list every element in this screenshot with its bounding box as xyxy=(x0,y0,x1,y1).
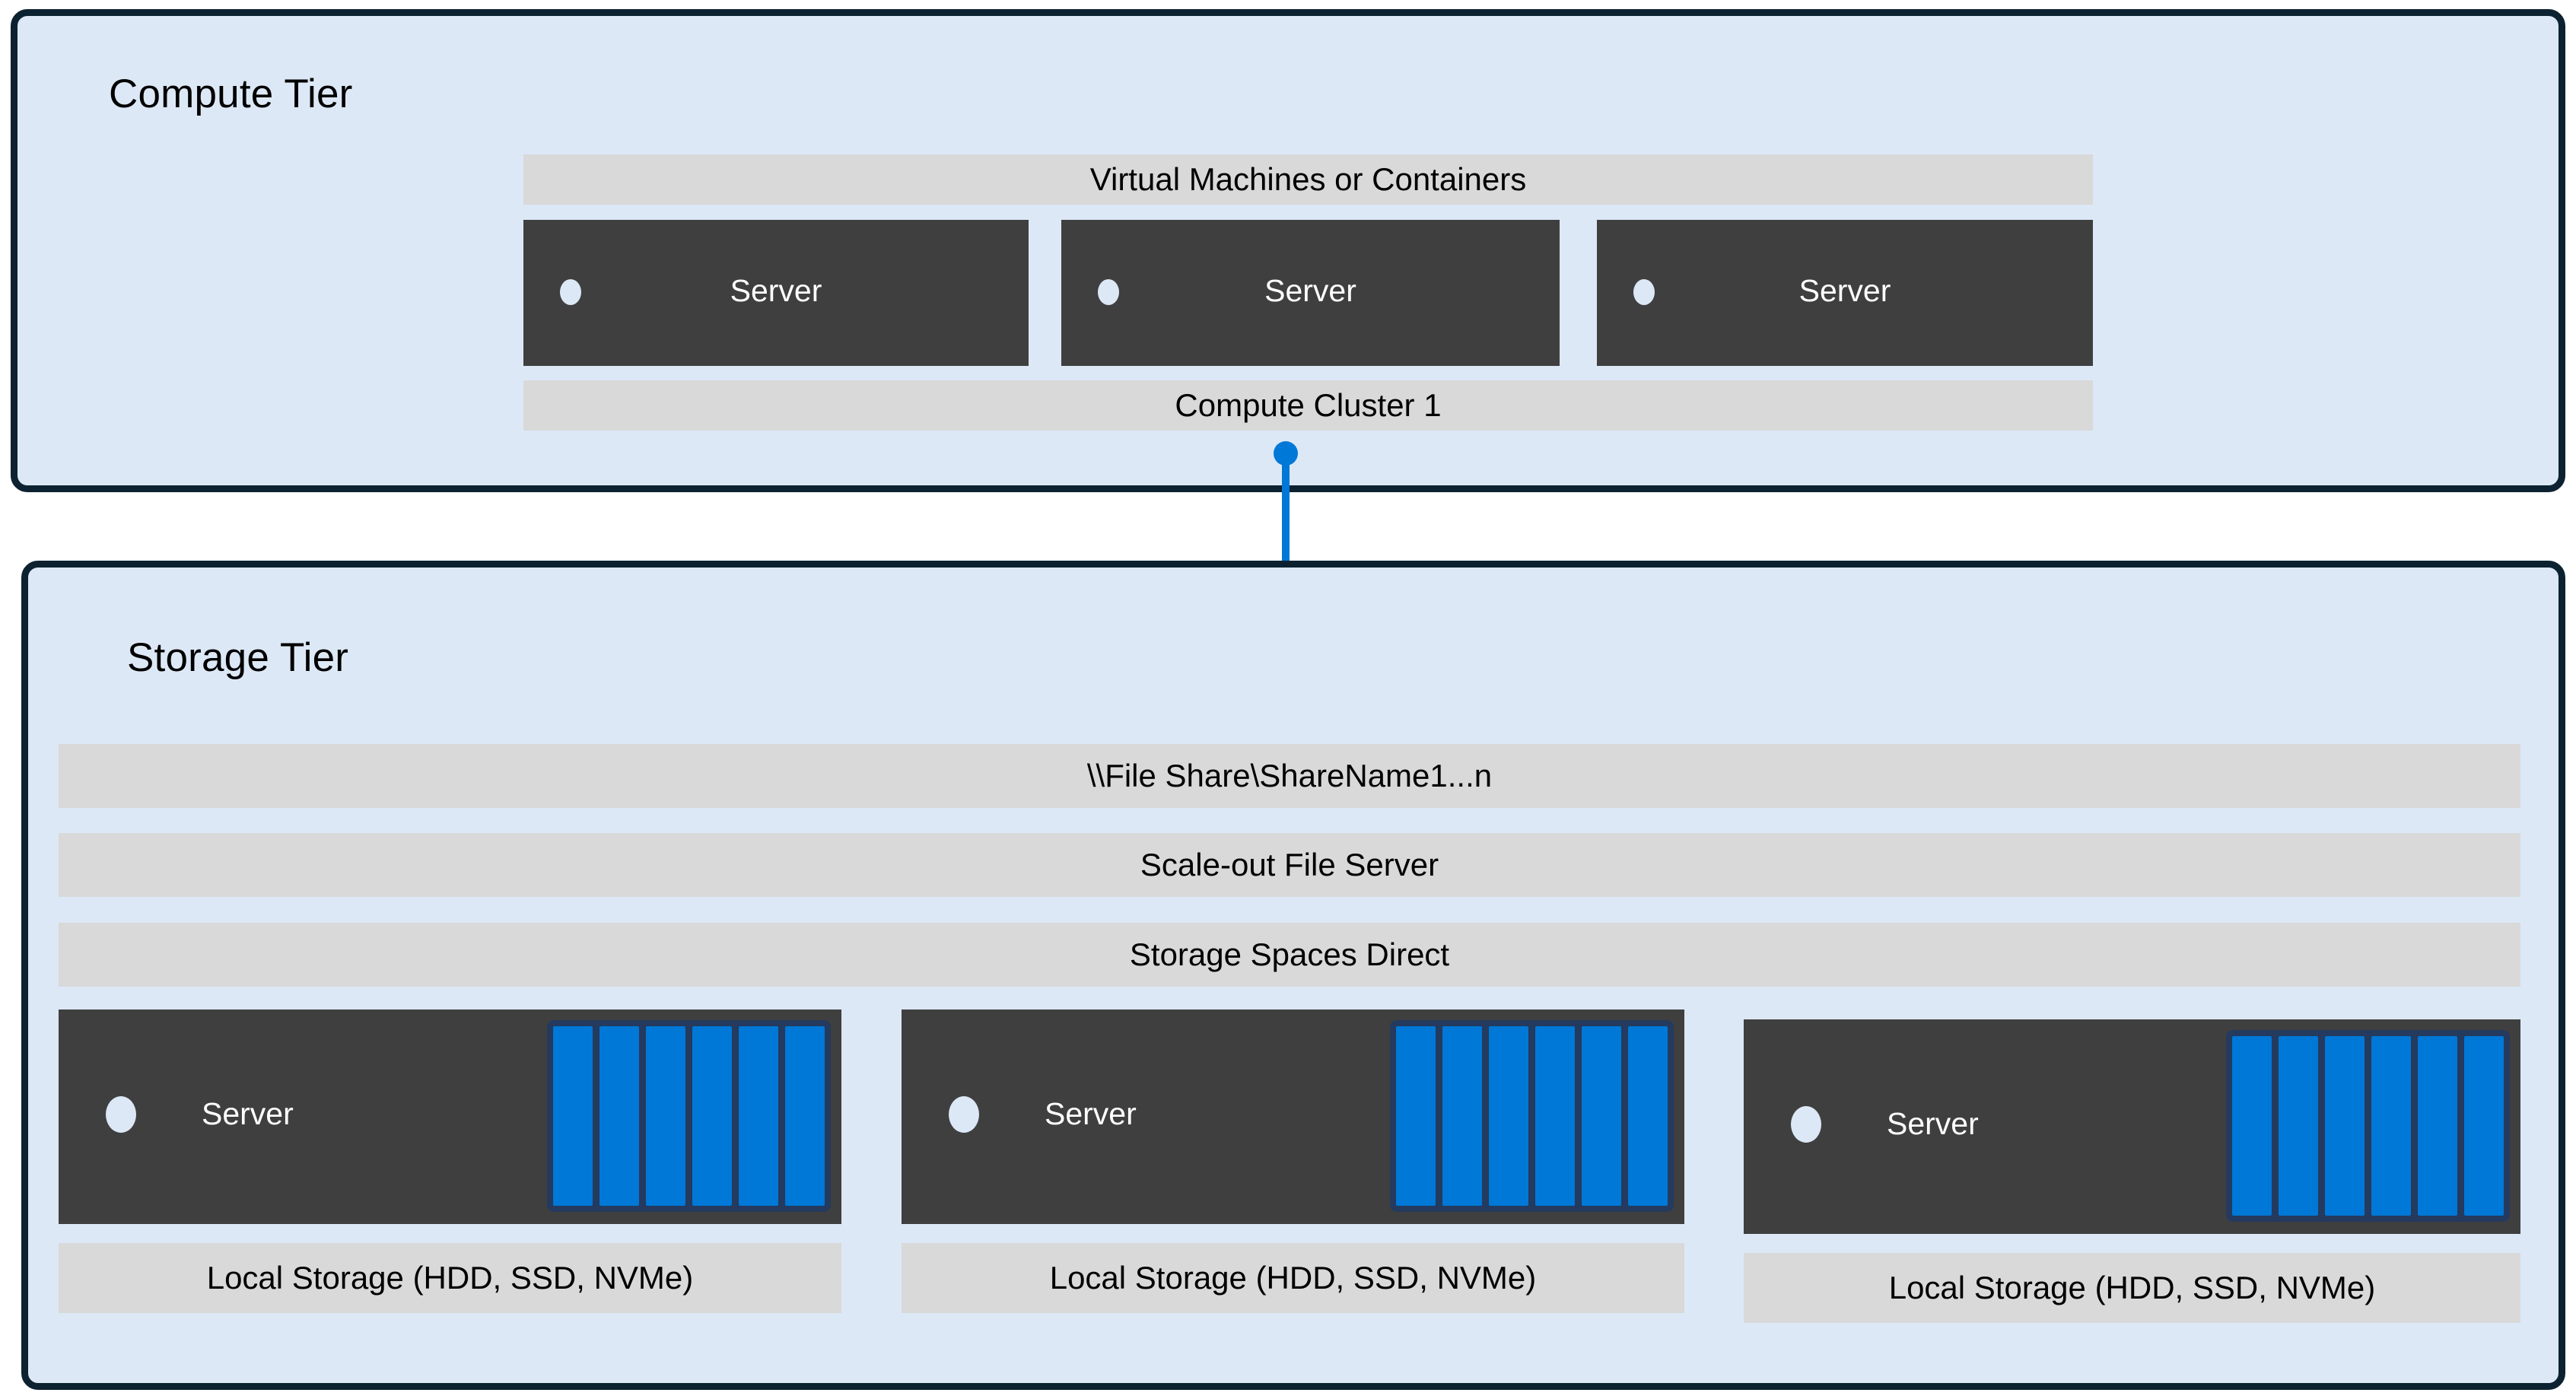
compute-tier-container: Compute Tier Virtual Machines or Contain… xyxy=(11,9,2565,492)
local-storage-band: Local Storage (HDD, SSD, NVMe) xyxy=(902,1243,1684,1313)
storage-server-label: Server xyxy=(1887,1106,1979,1141)
status-led-icon xyxy=(1633,279,1655,305)
status-led-icon xyxy=(1791,1106,1821,1143)
status-led-icon xyxy=(106,1096,136,1133)
local-storage-band: Local Storage (HDD, SSD, NVMe) xyxy=(1744,1253,2520,1323)
disk-icon xyxy=(1535,1026,1575,1206)
disk-icon xyxy=(692,1026,732,1206)
storage-tier-title: Storage Tier xyxy=(127,635,349,680)
storage-server-label: Server xyxy=(202,1096,294,1131)
storage-server-node-3[interactable]: Server xyxy=(1744,1019,2520,1234)
disk-icon xyxy=(1628,1026,1668,1206)
disk-icon xyxy=(1442,1026,1482,1206)
compute-server-label: Server xyxy=(1264,273,1356,308)
local-storage-band-label: Local Storage (HDD, SSD, NVMe) xyxy=(1888,1270,2376,1305)
disk-icon xyxy=(2279,1036,2318,1216)
status-led-icon xyxy=(560,279,581,305)
compute-tier-title: Compute Tier xyxy=(109,72,353,116)
compute-server-node-3[interactable]: Server xyxy=(1597,220,2093,366)
status-led-icon xyxy=(1098,279,1119,305)
disk-icon xyxy=(785,1026,825,1206)
local-storage-band-label: Local Storage (HDD, SSD, NVMe) xyxy=(206,1260,694,1296)
storage-server-node-2[interactable]: Server xyxy=(902,1010,1684,1224)
scale-out-file-server-band-label: Scale-out File Server xyxy=(1140,847,1439,882)
disk-icon xyxy=(1396,1026,1436,1206)
disk-icon xyxy=(646,1026,685,1206)
disk-icon xyxy=(2325,1036,2365,1216)
disk-array xyxy=(547,1020,831,1212)
file-share-band-label: \\File Share\ShareName1...n xyxy=(1086,758,1493,793)
storage-spaces-direct-band: Storage Spaces Direct xyxy=(59,923,2520,987)
storage-server-node-1[interactable]: Server xyxy=(59,1010,841,1224)
disk-icon xyxy=(739,1026,778,1206)
scale-out-file-server-band: Scale-out File Server xyxy=(59,833,2520,897)
local-storage-band: Local Storage (HDD, SSD, NVMe) xyxy=(59,1243,841,1313)
compute-server-label: Server xyxy=(730,273,822,308)
disk-icon xyxy=(1489,1026,1528,1206)
compute-server-node-2[interactable]: Server xyxy=(1061,220,1560,366)
virtual-machines-band: Virtual Machines or Containers xyxy=(523,154,2093,205)
local-storage-band-label: Local Storage (HDD, SSD, NVMe) xyxy=(1049,1260,1537,1296)
compute-server-label: Server xyxy=(1798,273,1891,308)
disk-array xyxy=(1390,1020,1674,1212)
storage-node-3: Server Local Storage (HDD, SSD, NVMe) xyxy=(1744,1019,2520,1323)
storage-spaces-direct-band-label: Storage Spaces Direct xyxy=(1129,936,1450,972)
disk-icon xyxy=(599,1026,639,1206)
storage-node-2: Server Local Storage (HDD, SSD, NVMe) xyxy=(902,1010,1684,1313)
compute-cluster-band: Compute Cluster 1 xyxy=(523,380,2093,431)
disk-icon xyxy=(2464,1036,2504,1216)
file-share-band: \\File Share\ShareName1...n xyxy=(59,744,2520,808)
connector-line-icon xyxy=(1282,452,1290,613)
compute-server-node-1[interactable]: Server xyxy=(523,220,1029,366)
disk-icon xyxy=(2371,1036,2411,1216)
disk-icon xyxy=(2232,1036,2272,1216)
storage-server-label: Server xyxy=(1045,1096,1137,1131)
disk-icon xyxy=(553,1026,593,1206)
disk-icon xyxy=(1582,1026,1621,1206)
virtual-machines-band-label: Virtual Machines or Containers xyxy=(1089,161,1527,197)
storage-node-1: Server Local Storage (HDD, SSD, NVMe) xyxy=(59,1010,841,1313)
compute-cluster-band-label: Compute Cluster 1 xyxy=(1175,387,1442,423)
disk-icon xyxy=(2418,1036,2457,1216)
status-led-icon xyxy=(949,1096,979,1133)
disk-array xyxy=(2226,1030,2510,1222)
